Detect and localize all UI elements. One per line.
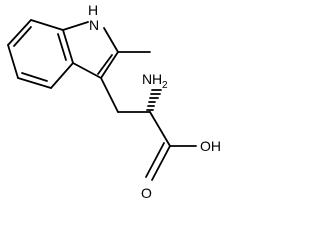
- nh-n-label: N: [89, 17, 99, 33]
- bond-c7a-n1: [62, 21, 89, 31]
- bond-benzene-1: [30, 19, 64, 31]
- carbonyl-o-label: O: [141, 185, 152, 201]
- bond-benzene-double-1: [13, 26, 32, 47]
- amine-n-label: N: [142, 71, 152, 87]
- bond-benzene-6: [62, 29, 74, 64]
- amine-h-label: H: [152, 71, 162, 87]
- bond-benzene-4: [17, 77, 52, 89]
- bond-c3-c3a: [72, 62, 102, 79]
- hydroxyl-label: OH: [200, 138, 221, 154]
- bond-benzene-double-3: [57, 33, 67, 61]
- benzene-ring: [7, 19, 74, 89]
- bond-n1-c2: [103, 27, 119, 53]
- bond-c-o-double-1: [151, 145, 171, 181]
- bond-benzene-5: [50, 62, 74, 89]
- bond-benzene-3: [7, 44, 19, 79]
- nh-h-label: H: [88, 2, 98, 18]
- bond-c3-cbeta: [100, 77, 119, 113]
- bond-benzene-2: [7, 19, 32, 46]
- stereo-hash-bond: [146, 89, 162, 111]
- bond-benzene-double-2: [21, 72, 48, 82]
- bond-c-o-double-2: [145, 142, 165, 178]
- bond-c2-c3-double: [97, 54, 113, 75]
- bond-c2-c3: [100, 51, 119, 79]
- molecule-structure: H N N H 2 OH O: [7, 2, 221, 201]
- amine-subscript-label: 2: [162, 80, 168, 91]
- pyrrole-ring: [62, 21, 119, 79]
- bond-calpha-ccarboxyl: [149, 111, 171, 147]
